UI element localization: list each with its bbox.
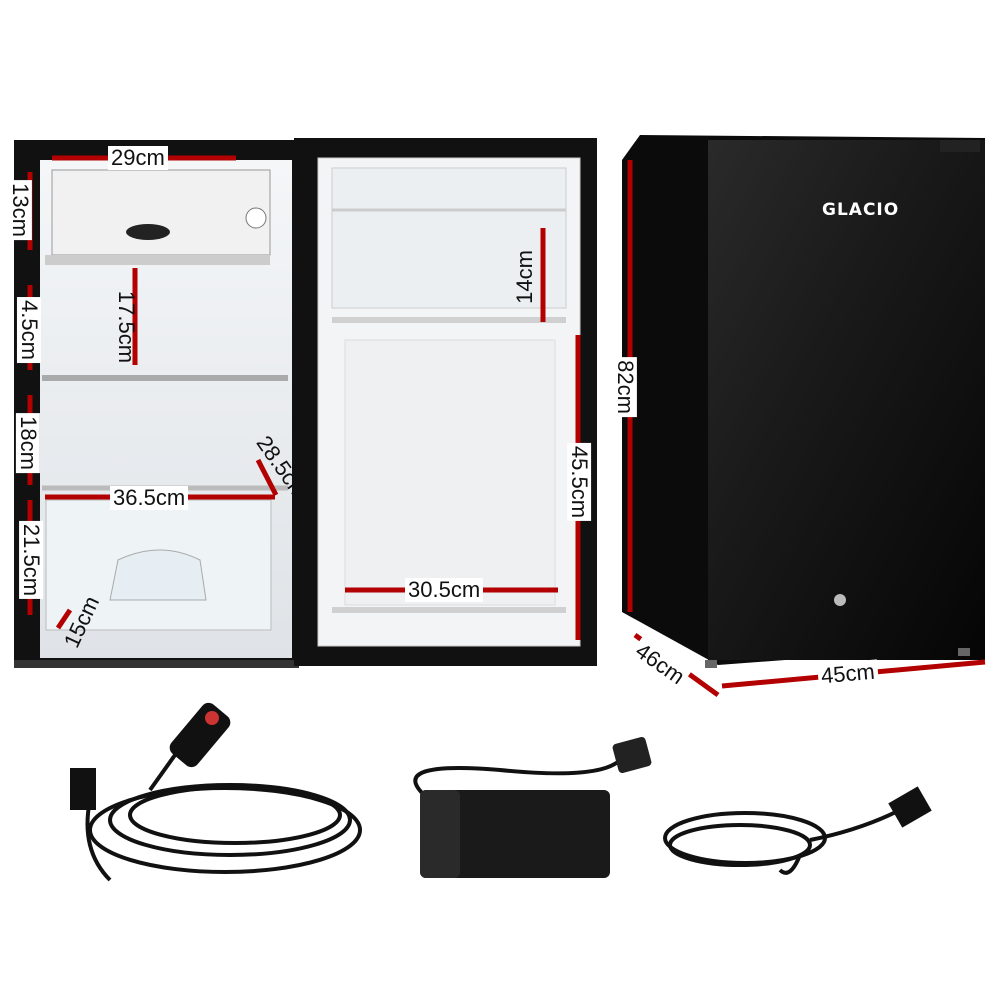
label-gap-height: 4.5cm: [16, 297, 42, 363]
car-adapter-cable-icon: [70, 702, 362, 882]
label-door-lower-height: 45.5cm: [567, 442, 592, 522]
label-freezer-width: 29cm: [108, 146, 168, 170]
label-upper-compartment-height: 17.5cm: [114, 290, 140, 364]
label-shelf-width: 36.5cm: [110, 486, 189, 510]
label-door-shelf-height: 14cm: [511, 250, 537, 304]
label-crisper-height: 21.5cm: [19, 520, 44, 600]
closed-fridge: [622, 135, 985, 668]
open-fridge-body: [14, 140, 299, 668]
power-adapter-icon: [413, 737, 652, 878]
label-overall-height: 82cm: [612, 357, 638, 417]
lock-icon: [834, 594, 846, 606]
mains-power-cable-icon: [663, 786, 932, 875]
label-freezer-height: 13cm: [7, 180, 33, 240]
label-door-shelf-width: 30.5cm: [405, 578, 484, 602]
brand-logo: GLACIO: [822, 200, 900, 220]
label-middle-compartment-height: 18cm: [15, 413, 41, 473]
